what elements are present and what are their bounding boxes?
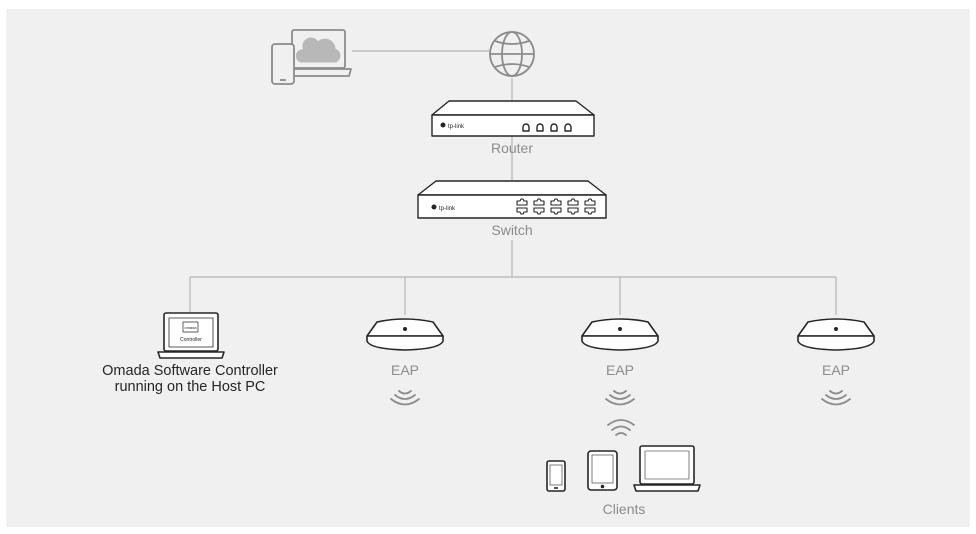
router-label: Router (490, 140, 534, 156)
laptop-icon: omada Controller (157, 312, 225, 359)
access-point-icon (366, 318, 444, 351)
controller-label-line2: running on the Host PC (114, 379, 266, 395)
access-point-icon (581, 318, 659, 351)
switch-icon: tp-link (417, 180, 607, 219)
laptop-screen-bottom: Controller (180, 337, 202, 343)
eap2-label: EAP (605, 362, 634, 378)
wifi-icon (605, 390, 635, 406)
cloud-laptop-phone-icon (271, 29, 352, 85)
connection-lines (189, 50, 837, 315)
globe-icon (489, 31, 535, 77)
switch-label: Switch (491, 222, 533, 238)
clients-label: Clients (602, 501, 646, 517)
controller-label-line1: Omada Software Controller (102, 363, 278, 379)
router-icon: tp-link (431, 100, 595, 137)
wifi-icon (607, 419, 635, 436)
router-brand: tp-link (448, 124, 465, 130)
access-point-icon (797, 318, 875, 351)
laptop-icon (633, 445, 701, 492)
eap1-label: EAP (390, 362, 419, 378)
wifi-icon (821, 390, 851, 406)
topology-diagram: tp-link tp-link omada Controller (6, 9, 970, 527)
eap3-label: EAP (821, 362, 850, 378)
phone-icon (546, 460, 566, 492)
wifi-icon (390, 390, 420, 406)
tablet-icon (587, 450, 618, 491)
laptop-screen-top: omada (184, 325, 197, 330)
switch-brand: tp-link (439, 206, 456, 212)
